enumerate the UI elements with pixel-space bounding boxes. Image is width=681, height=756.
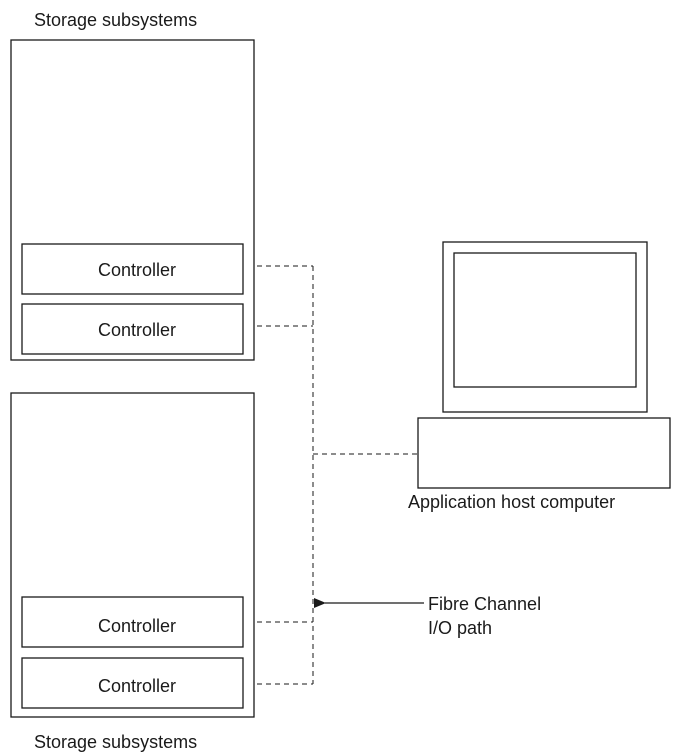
top-storage-subsystem [10, 39, 255, 361]
fibre-channel-paths [257, 265, 418, 685]
top-controller-2 [21, 303, 244, 355]
bottom-controller-1-label: Controller [98, 616, 176, 636]
top-subsystem-label: Storage subsystems [34, 10, 197, 30]
path-label-line1: Fibre Channel [428, 594, 541, 614]
top-controller-1 [21, 243, 244, 295]
bottom-subsystem-label: Storage subsystems [34, 732, 197, 752]
host-label: Application host computer [408, 492, 615, 512]
bottom-controller-1 [21, 596, 244, 648]
bottom-controller-2 [21, 657, 244, 709]
top-controller-1-label: Controller [98, 260, 176, 280]
host-monitor-screen [453, 252, 637, 388]
host-system-unit [417, 417, 671, 489]
host-monitor [442, 241, 648, 413]
path-label-line2: I/O path [428, 618, 492, 638]
top-controller-2-label: Controller [98, 320, 176, 340]
bottom-controller-2-label: Controller [98, 676, 176, 696]
bottom-storage-subsystem [10, 392, 255, 718]
